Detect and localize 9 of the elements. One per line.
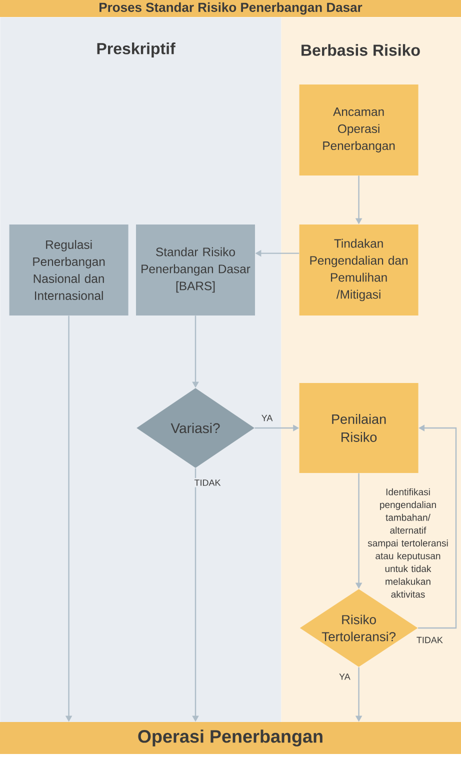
result-bar: Operasi Penerbangan <box>0 722 461 754</box>
edge-label: TIDAK <box>192 478 222 488</box>
process-box: Penilaian Risiko <box>299 383 418 473</box>
title-bar: Proses Standar Risiko Penerbangan Dasar <box>0 0 461 17</box>
process-box: Standar Risiko Penerbangan Dasar [BARS] <box>136 224 255 316</box>
edge-label: YA <box>338 672 352 682</box>
process-box: Ancaman Operasi Penerbangan <box>299 84 418 176</box>
process-box: Tindakan Pengendalian dan Pemulihan /Mitigasi <box>299 224 418 316</box>
process-box: Regulasi Penerbangan Nasional dan Internasional <box>9 224 128 316</box>
